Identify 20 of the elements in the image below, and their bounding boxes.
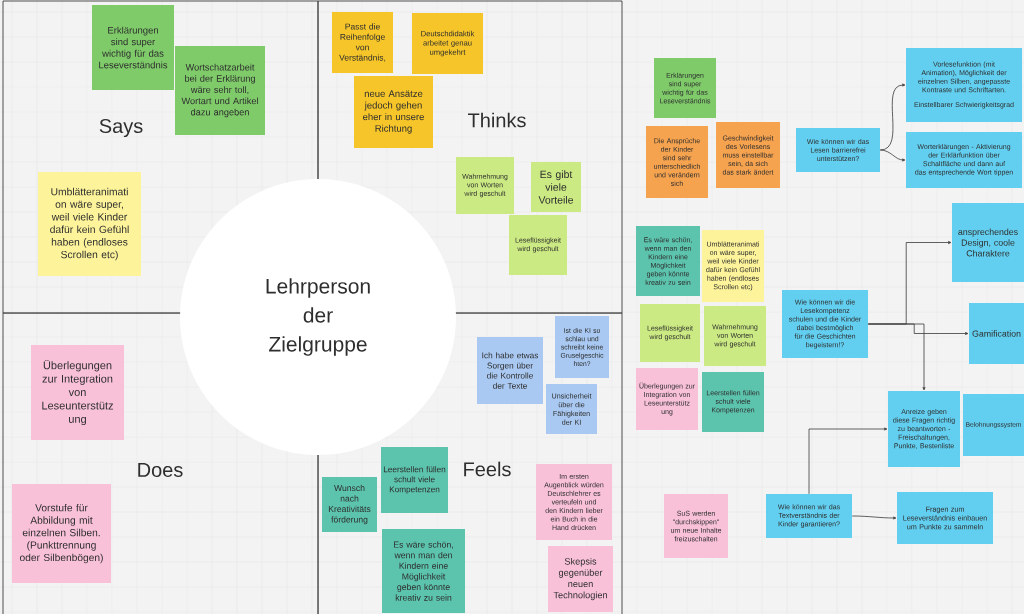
sticky-note: Es gibt viele Vorteile: [531, 162, 581, 212]
connector-arrow: [867, 323, 926, 391]
sticky-note: Wunsch nach Kreativitäts förderung: [322, 477, 377, 532]
connector-arrow: [851, 515, 897, 520]
sticky-note: neue Ansätze jedoch gehen eher in unsere Richtung: [354, 76, 433, 148]
connector-arrow: [879, 83, 906, 151]
connector-arrow: [808, 427, 888, 495]
sticky-note: Gamification: [969, 303, 1024, 364]
sticky-note: Leerstellen füllen schult viele Kompetenzen: [381, 447, 448, 513]
sticky-note: Erklärungen sind super wichtig für das Leseverständnis: [92, 5, 174, 90]
connector-arrow: [879, 149, 906, 162]
sticky-note: ansprechendes Design, coole Charaktere: [952, 203, 1024, 282]
sticky-note: Passt die Reihenfolge von Verständnis,: [332, 12, 393, 73]
sticky-note: Es wäre schön, wenn man den Kindern eine Möglichkeit geben könnte kreativ zu sein: [382, 529, 465, 613]
sticky-note: Vorstufe für Abbildung mit einzelnen Silben. (Punkttrennung oder Silbenbögen): [12, 484, 111, 583]
sticky-note: Wortschatzarbeit bei der Erklärung wäre sehr toll, Wortart und Artikel dazu angeben: [175, 46, 265, 135]
sticky-note: Überlegungen zur Integration von Leseunterstütz ung: [31, 345, 124, 440]
sticky-note: Umblätteranimati on wäre super, weil viele Kinder dafür kein Gefühl haben (endloses Scrollen etc): [38, 172, 141, 276]
sticky-note: Ich habe etwas Sorgen über die Kontrolle der Texte: [477, 337, 543, 404]
sticky-note: Skepsis gegenüber neuen Technologien: [548, 546, 613, 612]
